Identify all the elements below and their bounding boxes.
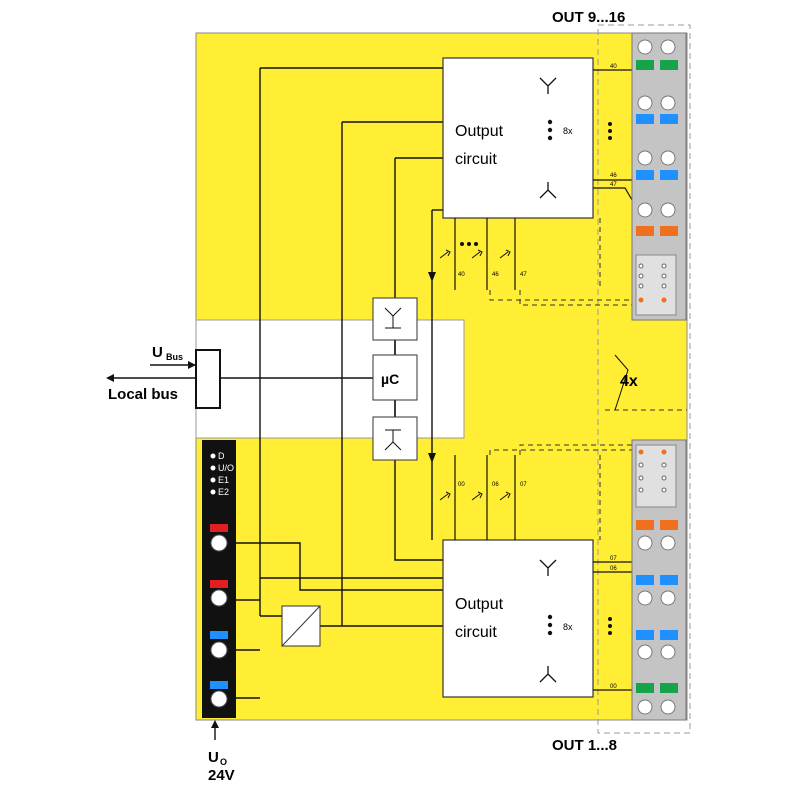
multiplier-label: 4x: [620, 373, 638, 390]
ellipsis-dots: [460, 119, 612, 636]
pin-bottom-first: 00: [610, 684, 617, 690]
multiplier-bracket: [614, 354, 629, 411]
supply-terminals: [210, 524, 228, 708]
output-circuit-top: [442, 57, 594, 219]
led-top-a: 40: [458, 272, 465, 278]
bus-arrow-left: [106, 374, 114, 382]
pin-top-mid2: 47: [610, 182, 617, 188]
pin-bottom-mid1: 06: [610, 566, 617, 572]
bus-arrow-right: [188, 361, 196, 369]
wiring: [220, 67, 443, 699]
arrow-down-top: [428, 272, 436, 282]
pin-top-mid1: 46: [610, 173, 617, 179]
output-circuit-top-line1: Output: [455, 123, 504, 140]
led-bottom-a: 00: [458, 482, 465, 488]
uo-sub-label: O: [220, 757, 227, 767]
opto-symbols: [384, 307, 402, 451]
ubus-label: U: [152, 344, 163, 361]
dashed-led-lines: [489, 218, 687, 540]
led-bottom-c: 07: [520, 482, 527, 488]
status-led-d: D: [218, 451, 225, 461]
status-led-e1: E1: [218, 475, 229, 485]
pin-top-first: 40: [610, 64, 617, 70]
led-symbols: [439, 249, 511, 501]
led-top-c: 47: [520, 272, 527, 278]
optocoupler-top: [372, 297, 418, 341]
supply-arrow-up: [211, 720, 219, 728]
microcontroller-box: [372, 354, 418, 401]
status-led-dots: [210, 453, 216, 495]
arrow-down-bottom: [428, 453, 436, 463]
supply-terminal-strip: [202, 440, 236, 718]
led-bottom-b: 06: [492, 482, 499, 488]
output-circuit-bottom-line2: circuit: [455, 624, 497, 641]
local-bus-label: Local bus: [108, 386, 178, 403]
local-bus-band: [195, 319, 465, 439]
ubus-sub-label: Bus: [166, 352, 183, 362]
microcontroller-label: µC: [381, 371, 399, 387]
terminal-area-outline: [597, 24, 691, 734]
pin-bottom-mid2: 07: [610, 556, 617, 562]
voltage-label: 24V: [208, 767, 235, 784]
status-led-uo: U/O: [218, 463, 234, 473]
out-bottom-label: OUT 1...8: [552, 737, 617, 754]
connector-top-terminals: [635, 39, 678, 316]
output-circuit-bottom: [442, 539, 594, 698]
output-circuit-bottom-line1: Output: [455, 596, 504, 613]
out-top-label: OUT 9...16: [552, 9, 625, 26]
optocoupler-bottom: [372, 416, 418, 461]
eight-x-top: 8x: [563, 126, 573, 136]
local-bus-connector: [195, 349, 221, 409]
uo-label: U: [208, 749, 219, 766]
led-top-b: 46: [492, 272, 499, 278]
connector-bottom-terminals: [635, 444, 678, 715]
eight-x-bottom: 8x: [563, 622, 573, 632]
output-circuit-top-line2: circuit: [455, 151, 497, 168]
transistor-symbols: [539, 77, 557, 683]
status-led-e2: E2: [218, 487, 229, 497]
bus-arrows: [112, 364, 196, 379]
